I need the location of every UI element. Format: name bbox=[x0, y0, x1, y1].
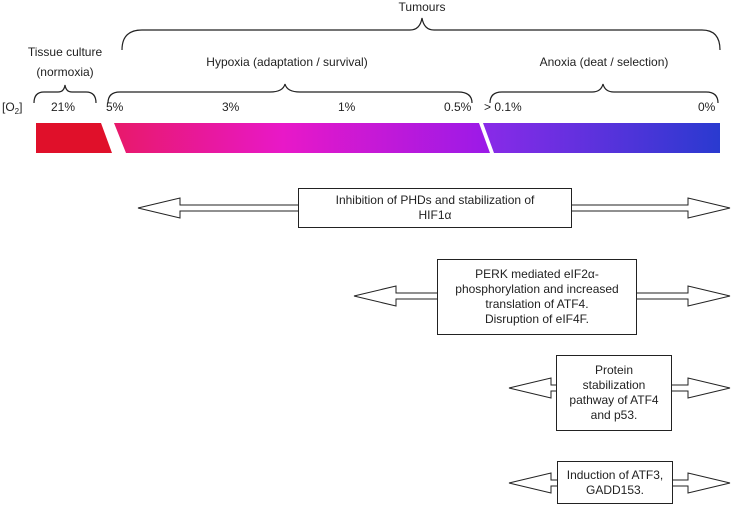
atf3-induction-box: Induction of ATF3, GADD153. bbox=[557, 461, 673, 504]
anoxia-brace bbox=[489, 83, 719, 104]
tissue-culture-brace bbox=[33, 84, 97, 104]
scale-label-21: 21% bbox=[51, 100, 75, 114]
hypoxia-label: Hypoxia (adaptation / survival) bbox=[206, 55, 367, 69]
o2-label-sub: 2 bbox=[15, 107, 20, 116]
hypoxia-brace bbox=[107, 83, 473, 104]
o2-axis-label: [O2] bbox=[2, 100, 22, 116]
tissue-culture-label: Tissue culture bbox=[28, 45, 103, 59]
anoxia-bar bbox=[483, 123, 720, 153]
scale-label-01: > 0.1% bbox=[484, 100, 522, 114]
tumours-label: Tumours bbox=[399, 0, 446, 14]
tumours-brace bbox=[121, 17, 721, 51]
normoxia-bar bbox=[36, 123, 112, 153]
scale-label-5: 5% bbox=[106, 100, 124, 114]
o2-label-open: [O bbox=[2, 100, 15, 114]
hypoxia-bar bbox=[114, 123, 490, 153]
perk-pathway-box: PERK mediated eIF2α- phosphorylation and… bbox=[437, 259, 637, 335]
scale-label-1: 1% bbox=[338, 100, 356, 114]
protein-stabilization-box: Protein stabilization pathway of ATF4 an… bbox=[556, 355, 672, 431]
scale-label-0: 0% bbox=[698, 100, 716, 114]
anoxia-label: Anoxia (deat / selection) bbox=[540, 55, 669, 69]
phd-inhibition-box: Inhibition of PHDs and stabilization of … bbox=[298, 188, 572, 228]
scale-label-05: 0.5% bbox=[444, 100, 472, 114]
arrows-layer bbox=[137, 197, 731, 494]
normoxia-label: (normoxia) bbox=[36, 65, 93, 79]
scale-label-3: 3% bbox=[222, 100, 240, 114]
o2-label-close: ] bbox=[19, 100, 22, 114]
